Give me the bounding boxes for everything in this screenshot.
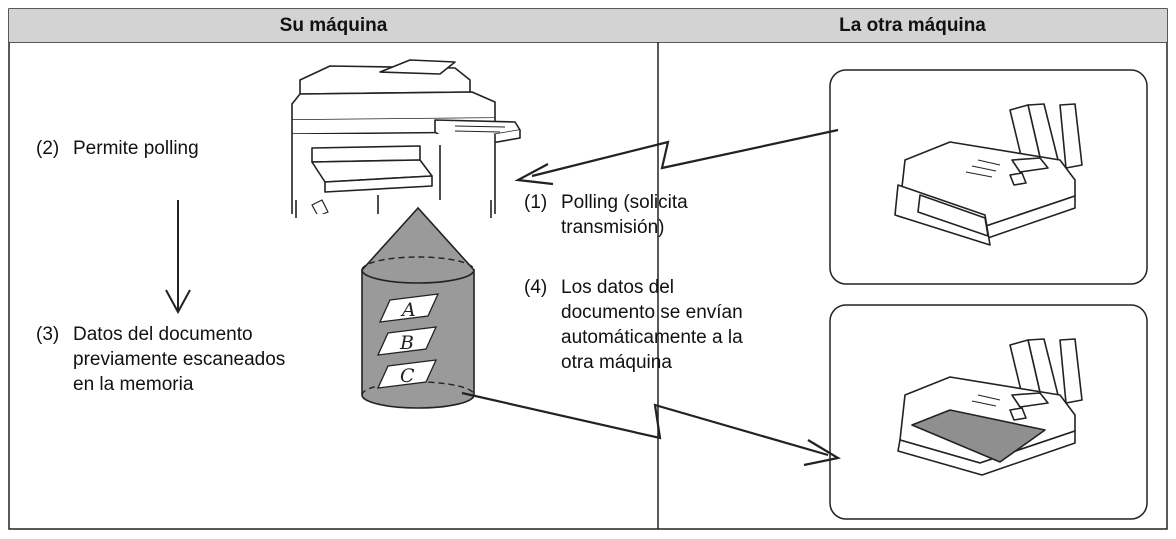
step-3-text-line-1: Datos del documento (73, 324, 253, 345)
data-transmission-arrow-icon (461, 391, 841, 467)
step-3-number: (3) (36, 324, 60, 345)
step-2-label: (2) Permite polling (36, 136, 256, 161)
fax-machine-with-document-icon (897, 338, 1083, 476)
step-4-text-line-4: otra máquina (561, 352, 672, 373)
step-3-text-line-3: en la memoria (73, 374, 194, 395)
page-letter-a: A (400, 299, 416, 321)
multifunction-printer-icon (291, 59, 521, 219)
header-la-otra-maquina: La otra máquina (658, 9, 1167, 42)
step-4-number: (4) (524, 277, 548, 298)
down-arrow-icon (165, 200, 191, 315)
memory-page-b (376, 326, 438, 356)
step-1-label: (1) Polling (solicita transmisión) (524, 190, 724, 245)
page-letter-c: C (400, 365, 415, 387)
step-1-number: (1) (524, 192, 548, 213)
memory-page-c (376, 359, 438, 389)
polling-request-arrow-icon (514, 128, 839, 186)
step-2-number: (2) (36, 138, 60, 159)
step-3-label: (3) Datos del documento previamente esca… (36, 322, 336, 402)
page-letter-b: B (399, 332, 414, 354)
fax-machine-icon (894, 103, 1083, 246)
step-4-text-line-2: documento se envían (561, 302, 743, 323)
header-su-maquina: Su máquina (9, 9, 658, 42)
step-1-text-line-2: transmisión) (561, 217, 665, 238)
step-2-text-line: Permite polling (73, 138, 199, 159)
step-4-label: (4) Los datos del documento se envían au… (524, 275, 814, 380)
memory-page-a (378, 293, 440, 323)
step-4-text-line-1: Los datos del (561, 277, 675, 298)
step-1-text-line-1: Polling (solicita (561, 192, 688, 213)
memory-storage-icon: A B C (361, 206, 475, 409)
step-3-text-line-2: previamente escaneados (73, 349, 286, 370)
step-4-text-line-3: automáticamente a la (561, 327, 743, 348)
